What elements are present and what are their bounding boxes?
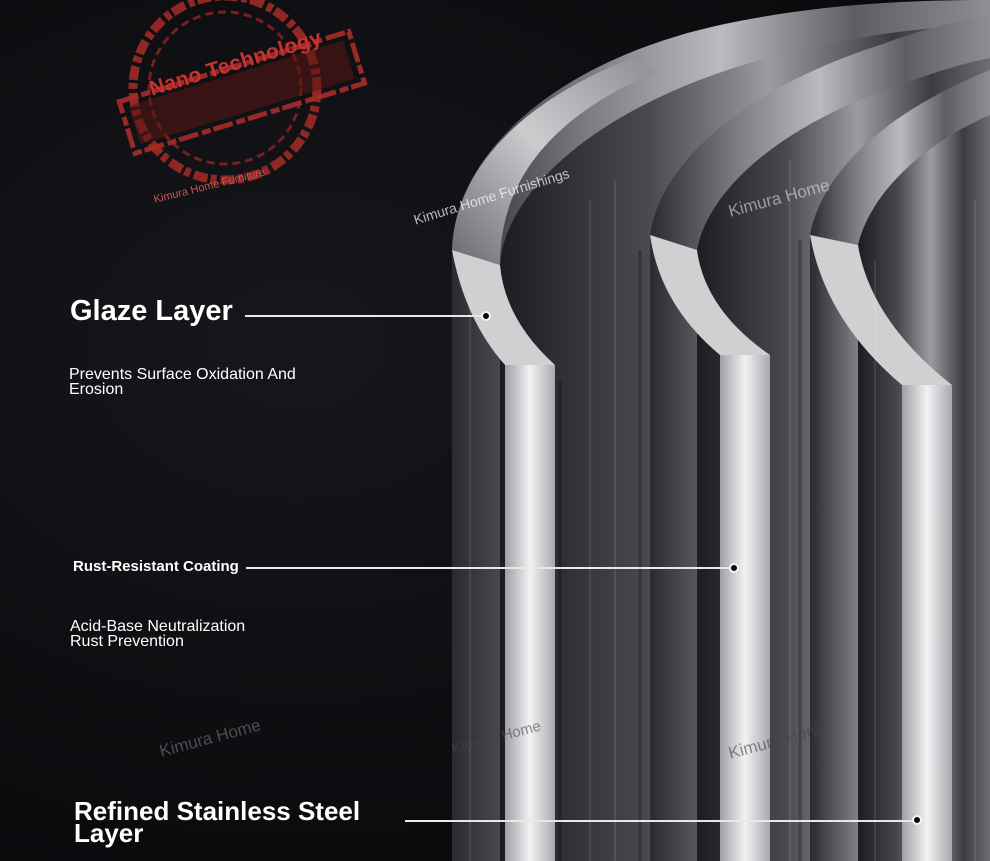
rust-coating-title: Rust-Resistant Coating: [73, 558, 239, 575]
rust-coating-marker: [729, 563, 739, 573]
steel-layer-title-line-2: Layer: [74, 818, 144, 848]
rust-coating-leader-line: [246, 567, 729, 569]
glaze-layer-leader-line: [245, 315, 483, 317]
nano-technology-stamp: [116, 0, 368, 185]
steel-layer-marker: [912, 815, 922, 825]
glaze-layer-description: Prevents Surface Oxidation And Erosion: [69, 366, 296, 398]
rust-coating-description-line-2: Rust Prevention: [70, 633, 184, 650]
rust-coating-description-line-1: Acid-Base Neutralization: [70, 618, 246, 635]
steel-layer-leader-line: [405, 820, 912, 822]
glaze-layer-marker: [481, 311, 491, 321]
steel-layer-title-line-1: Refined Stainless Steel: [74, 796, 361, 826]
glaze-layer-title: Glaze Layer: [70, 295, 233, 327]
